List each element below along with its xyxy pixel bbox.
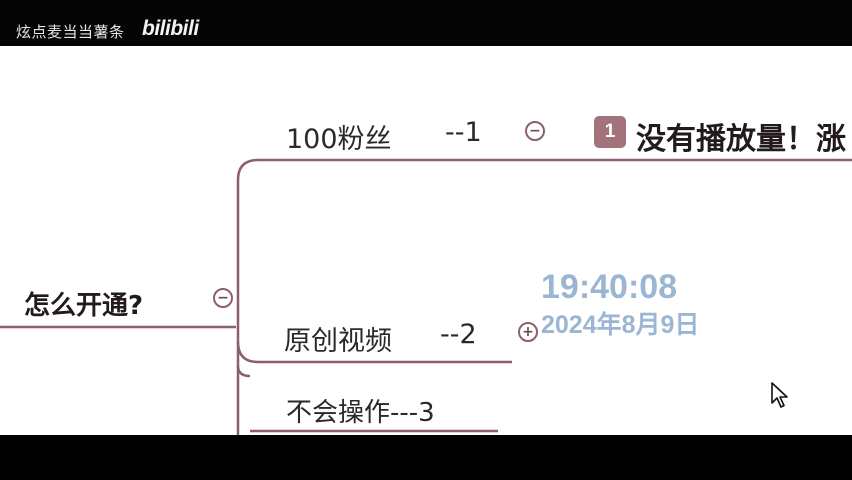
branch-2-number[interactable]: --2: [440, 319, 477, 350]
channel-name: 炫点麦当当薯条: [16, 23, 125, 41]
branch-1-number[interactable]: --1: [445, 117, 482, 148]
mindmap-connectors: [0, 158, 852, 435]
note-number-badge: 1: [594, 116, 626, 148]
note-text[interactable]: 没有播放量！涨: [636, 122, 846, 157]
mouse-pointer-icon: [771, 382, 788, 408]
root-node-label[interactable]: 怎么开通?: [24, 291, 144, 321]
bilibili-logo: bilibili: [142, 17, 199, 40]
branch-3-label[interactable]: 不会操作---3: [286, 398, 435, 428]
video-top-bar: 炫点麦当当薯条 bilibili: [0, 0, 852, 46]
overlay-clock-time: 19:40:08: [541, 268, 678, 306]
overlay-clock-date: 2024年8月9日: [541, 311, 700, 339]
branch-3-corner: [236, 365, 251, 378]
video-bottom-bar: [0, 435, 852, 480]
branch-trunk: [236, 158, 259, 364]
collapse-icon[interactable]: −: [525, 121, 545, 141]
branch-2-label[interactable]: 原创视频: [284, 326, 392, 357]
expand-icon[interactable]: +: [518, 322, 538, 342]
branch-1-label[interactable]: 100粉丝: [286, 124, 392, 155]
mindmap-canvas: 100粉丝 --1 − 1 没有播放量！涨 怎么开通? − 原创视频 --2 +…: [0, 46, 852, 435]
root-collapse-icon[interactable]: −: [213, 288, 233, 308]
